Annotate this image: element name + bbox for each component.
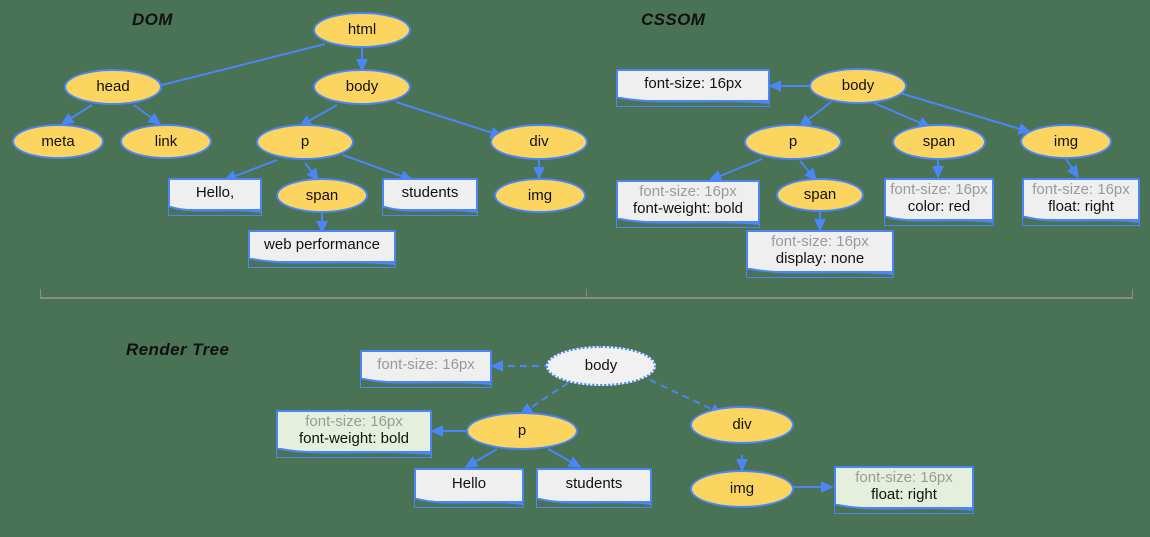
dom-text-web-performance-label: web performance [264, 236, 380, 254]
dom-text-hello[interactable]: Hello, [168, 178, 262, 216]
dom-node-html[interactable]: html [313, 12, 411, 48]
dom-node-span[interactable]: span [276, 178, 368, 213]
cssom-node-img[interactable]: img [1020, 124, 1112, 159]
wave-edge [1022, 216, 1140, 226]
render-text-hello[interactable]: Hello [414, 468, 524, 508]
cssom-node-p[interactable]: p [744, 124, 842, 160]
render-rule-body[interactable]: font-size: 16px [360, 350, 492, 388]
cssom-node-span-child-label: span [803, 186, 837, 204]
cssom-node-span-child[interactable]: span [776, 178, 864, 212]
cssom-rule-img[interactable]: font-size: 16px float: right [1022, 178, 1140, 226]
cssom-node-body[interactable]: body [809, 68, 907, 104]
render-node-p[interactable]: p [466, 412, 578, 450]
section-title-dom: DOM [132, 10, 173, 29]
dom-node-div[interactable]: div [490, 124, 588, 160]
cssom-rule-img-own: float: right [1048, 198, 1114, 215]
cssom-rule-body-own: font-size: 16px [644, 75, 742, 93]
wave-edge [616, 97, 770, 107]
dom-text-hello-label: Hello, [195, 184, 235, 202]
cssom-node-body-label: body [841, 77, 875, 95]
cssom-rule-span-child-own: display: none [775, 250, 865, 267]
dom-node-p-label: p [300, 133, 310, 151]
wave-edge [168, 206, 262, 216]
render-rule-img[interactable]: font-size: 16px float: right [834, 466, 974, 514]
cssom-node-span-label: span [922, 133, 956, 151]
render-node-body-label: body [584, 357, 618, 375]
section-title-cssom: CSSOM [641, 10, 706, 29]
dom-node-p[interactable]: p [256, 124, 354, 160]
render-node-img[interactable]: img [690, 470, 794, 508]
wave-edge [360, 378, 492, 388]
dom-node-div-label: div [529, 133, 549, 151]
cssom-rule-span-inherited: font-size: 16px [890, 180, 988, 198]
wave-edge [834, 504, 974, 514]
wave-edge [414, 498, 524, 508]
divider-tick-left [40, 289, 41, 299]
render-node-body[interactable]: body [546, 346, 656, 386]
wave-edge [248, 258, 396, 268]
render-text-students[interactable]: students [536, 468, 652, 508]
render-rule-p-own: font-weight: bold [298, 430, 410, 447]
dom-node-img-label: img [527, 186, 553, 204]
wave-edge [382, 206, 478, 216]
dom-node-head-label: head [96, 78, 130, 96]
dom-node-body-label: body [345, 78, 379, 96]
cssom-rule-span-own: color: red [907, 198, 971, 215]
dom-node-body[interactable]: body [313, 69, 411, 105]
wave-edge [276, 448, 432, 458]
cssom-rule-p[interactable]: font-size: 16px font-weight: bold [616, 180, 760, 228]
cssom-node-span[interactable]: span [892, 124, 986, 160]
cssom-rule-p-inherited: font-size: 16px [639, 182, 737, 200]
divider-tick-center [586, 289, 587, 299]
dom-node-meta[interactable]: meta [12, 124, 104, 159]
dom-text-students-label: students [401, 184, 459, 202]
dom-node-img[interactable]: img [494, 178, 586, 213]
cssom-rule-span[interactable]: font-size: 16px color: red [884, 178, 994, 226]
render-rule-body-inherited: font-size: 16px [377, 356, 475, 374]
render-text-hello-label: Hello [451, 475, 487, 493]
dom-node-link[interactable]: link [120, 124, 212, 159]
dom-node-meta-label: meta [41, 132, 75, 150]
cssom-rule-p-own: font-weight: bold [632, 200, 744, 217]
render-rule-p[interactable]: font-size: 16px font-weight: bold [276, 410, 432, 458]
cssom-node-img-label: img [1053, 132, 1079, 150]
render-node-div-label: div [732, 416, 752, 434]
cssom-node-p-label: p [788, 133, 798, 151]
dom-text-students[interactable]: students [382, 178, 478, 216]
cssom-rule-body[interactable]: font-size: 16px [616, 69, 770, 107]
cssom-rule-span-child-inherited: font-size: 16px [771, 232, 869, 250]
wave-edge [884, 216, 994, 226]
render-node-img-label: img [729, 480, 755, 498]
render-rule-img-own: float: right [871, 486, 937, 503]
dom-node-span-label: span [305, 186, 339, 204]
section-title-render-tree: Render Tree [126, 340, 230, 359]
dom-text-web-performance[interactable]: web performance [248, 230, 396, 268]
dom-node-link-label: link [154, 132, 178, 150]
cssom-rule-img-inherited: font-size: 16px [1032, 180, 1130, 198]
render-node-div[interactable]: div [690, 406, 794, 444]
dom-node-html-label: html [347, 21, 377, 39]
render-rule-img-inherited: font-size: 16px [855, 468, 953, 486]
wave-edge [536, 498, 652, 508]
divider-tick-right [1132, 289, 1133, 299]
render-text-students-label: students [565, 475, 623, 493]
cssom-rule-span-child[interactable]: font-size: 16px display: none [746, 230, 894, 278]
render-rule-p-inherited: font-size: 16px [305, 412, 403, 430]
wave-edge [616, 218, 760, 228]
wave-edge [746, 268, 894, 278]
render-node-p-label: p [517, 422, 527, 440]
dom-node-head[interactable]: head [64, 69, 162, 105]
